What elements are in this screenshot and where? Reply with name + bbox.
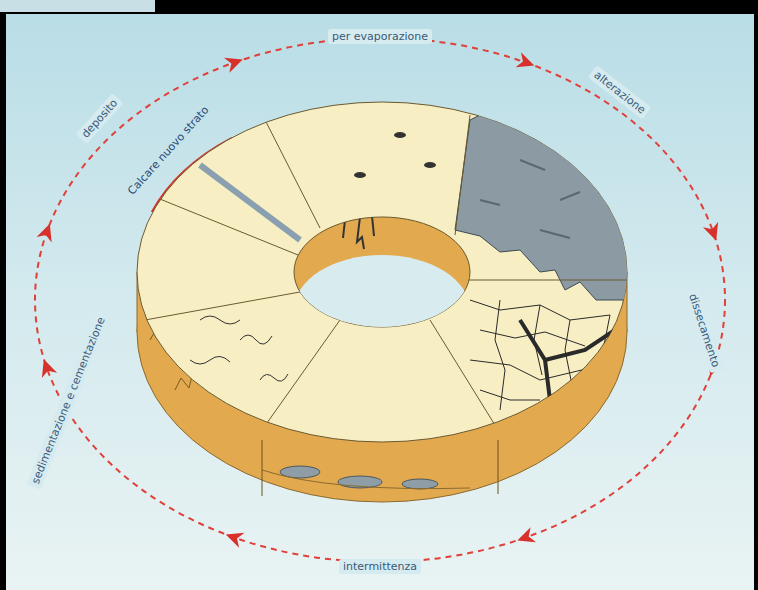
cycle-circle: [35, 38, 725, 562]
cycle-arrowhead: [703, 222, 724, 243]
cycle-arrowhead: [515, 527, 536, 548]
cycle-arrowhead: [223, 527, 244, 548]
mud-cracks: [470, 300, 615, 430]
background: [6, 14, 754, 590]
corner-tab: [0, 0, 155, 12]
eroded-surface: [455, 105, 640, 300]
stage-label: per evaporazione: [328, 29, 432, 44]
segment-lines: [145, 114, 627, 430]
cycle-arrowheads: [36, 52, 723, 548]
cycle-arrowhead: [224, 52, 245, 73]
stage-label: intermittenza: [339, 559, 421, 574]
cycle-arrowhead: [37, 221, 58, 242]
cycle-arrowhead: [36, 357, 57, 378]
cycle-arrowhead: [516, 52, 537, 73]
ring-hole: [294, 255, 470, 365]
